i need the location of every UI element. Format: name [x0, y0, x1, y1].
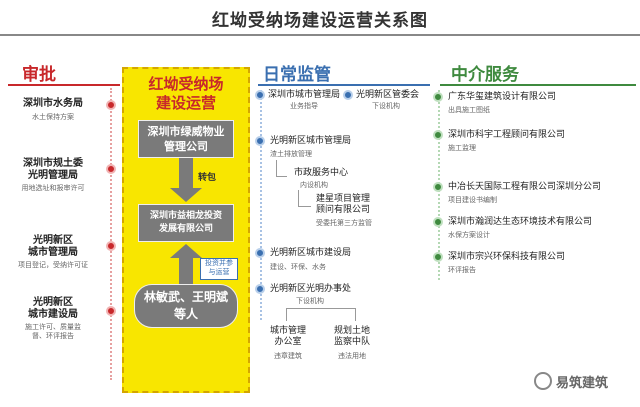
title-divider — [0, 34, 640, 36]
supervision-heading: 日常监管 — [263, 65, 331, 85]
approval-item-name: 光明新区 城市建设局 — [28, 297, 78, 320]
district-city-bureau: 光明新区城市管理局 — [270, 136, 352, 146]
invest-arrow — [179, 258, 193, 284]
supervision-dot — [255, 90, 265, 100]
approval-dot — [106, 100, 116, 110]
supervision-dot — [255, 284, 265, 294]
subcontract-label: 转包 — [198, 173, 217, 183]
invest-label: 投资并参 与运营 — [200, 258, 238, 280]
intermediary-dot — [433, 252, 443, 262]
connector-line — [276, 160, 287, 177]
invest-arrow-head — [170, 244, 202, 258]
approval-heading: 审批 — [22, 65, 56, 85]
center-project-title: 红坳受纳场 建设运营 — [148, 75, 224, 112]
guangming-office-desc: 下设机构 — [296, 297, 324, 305]
planning-team-desc: 违法用地 — [338, 352, 366, 360]
approval-timeline — [110, 88, 112, 380]
intermediary-item-desc: 施工监理 — [448, 144, 476, 152]
city-bureau: 深圳市城市管理局 — [268, 90, 341, 100]
new-district-committee: 光明新区管委会 — [356, 90, 420, 100]
intermediary-rule — [440, 84, 636, 86]
supervision-rule — [258, 84, 430, 86]
connector-line — [298, 190, 311, 207]
approval-item-name: 深圳市规土委 光明管理局 — [23, 158, 83, 181]
municipal-center: 市政服务中心 — [294, 168, 349, 178]
approval-item-desc: 用地选址和报审许可 — [21, 184, 85, 192]
approval-item-desc: 水土保持方案 — [32, 113, 74, 121]
approval-dot — [106, 241, 116, 251]
supervision-timeline — [260, 90, 262, 320]
approval-dot — [106, 164, 116, 174]
intermediary-item-name: 深圳市瀚润达生态环境技术有限公司 — [448, 217, 593, 227]
intermediary-dot — [433, 92, 443, 102]
intermediary-dot — [433, 130, 443, 140]
intermediary-item-name: 中冶长天国际工程有限公司深圳分公司 — [448, 182, 602, 192]
approval-item-desc: 项目登记，受纳许可证 — [18, 261, 88, 269]
intermediary-item-name: 广东华玺建筑设计有限公司 — [448, 92, 557, 102]
district-construction-bureau-desc: 建设、环保、水务 — [270, 263, 326, 271]
intermediary-item-desc: 项目建设书编制 — [448, 196, 497, 204]
approval-item-name: 光明新区 城市管理局 — [28, 235, 78, 258]
urban-office-desc: 违章建筑 — [274, 352, 302, 360]
intermediary-item-desc: 出具施工图纸 — [448, 106, 490, 114]
watermark-logo-icon — [534, 372, 552, 390]
intermediary-dot — [433, 182, 443, 192]
city-bureau-desc: 业务指导 — [290, 102, 318, 110]
subcontract-arrow-head — [170, 188, 202, 202]
district-city-bureau-desc: 渣土排放管理 — [270, 150, 312, 158]
supervision-dot — [343, 90, 353, 100]
intermediary-heading: 中介服务 — [451, 65, 519, 85]
supervision-dot — [255, 248, 265, 258]
intermediary-item-desc: 环评报告 — [448, 266, 476, 274]
watermark-text: 易筑建筑 — [556, 376, 609, 391]
district-construction-bureau: 光明新区城市建设局 — [270, 248, 352, 258]
intermediary-item-desc: 水保方案设计 — [448, 231, 490, 239]
investor-company-box: 深圳市益相龙投资 发展有限公司 — [138, 204, 234, 242]
construction-consult: 建星项目管理 顾问有限公司 — [316, 194, 371, 215]
supervision-dot — [255, 136, 265, 146]
approval-item-desc: 施工许可、质量监 督、环评报告 — [25, 323, 81, 340]
intermediary-dot — [433, 217, 443, 227]
planning-team: 规划土地 监察中队 — [333, 326, 370, 347]
construction-consult-desc: 受委托第三方监管 — [316, 219, 372, 227]
urban-office: 城市管理 办公室 — [269, 326, 306, 347]
operator-company-box: 深圳市绿威物业 管理公司 — [138, 120, 234, 158]
page-title: 红坳受纳场建设运营关系图 — [212, 11, 428, 31]
office-split-line — [286, 308, 356, 321]
approval-rule — [8, 84, 120, 86]
municipal-center-desc: 内设机构 — [300, 181, 328, 189]
new-district-committee-desc: 下设机构 — [372, 102, 400, 110]
subcontract-arrow — [179, 158, 193, 190]
guangming-office: 光明新区光明办事处 — [270, 284, 352, 294]
intermediary-item-name: 深圳市宗兴环保科技有限公司 — [448, 252, 566, 262]
actual-controllers-box: 林敏武、王明斌 等人 — [134, 284, 238, 328]
approval-item-name: 深圳市水务局 — [23, 98, 83, 109]
intermediary-item-name: 深圳市科宇工程顾问有限公司 — [448, 130, 566, 140]
approval-dot — [106, 306, 116, 316]
